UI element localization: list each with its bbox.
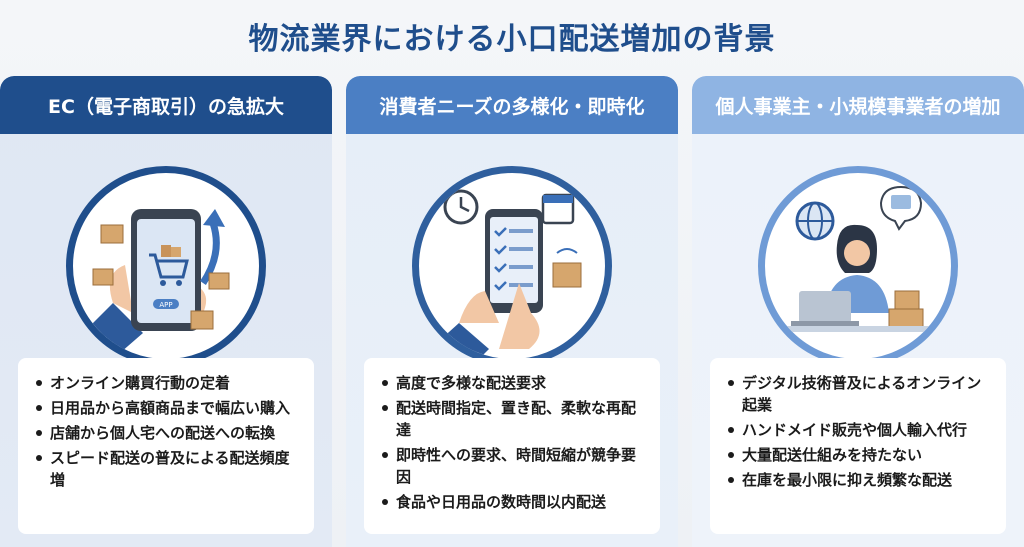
list-item: 即時性への要求、時間短縮が競争要因: [380, 444, 648, 488]
column-header: 消費者ニーズの多様化・即時化: [346, 76, 678, 134]
list-item: オンライン購買行動の定着: [34, 372, 302, 394]
remote-worker-icon: [765, 185, 951, 332]
column-header: EC（電子商取引）の急拡大: [0, 76, 332, 134]
list-item: 店舗から個人宅への配送への転換: [34, 422, 302, 444]
list-item: ハンドメイド販売や個人輸入代行: [726, 419, 994, 441]
list-item: 高度で多様な配送要求: [380, 372, 648, 394]
small-business-illustration: [758, 166, 958, 366]
smartphone-shopping-icon: APP: [73, 209, 230, 359]
list-item: スピード配送の普及による配送頻度増: [34, 447, 302, 491]
sparkle-icon: [978, 499, 1004, 525]
bullet-card: 高度で多様な配送要求 配送時間指定、置き配、柔軟な再配達 即時性への要求、時間短…: [364, 358, 660, 534]
column-consumer-needs: 消費者ニーズの多様化・即時化: [346, 76, 678, 547]
list-item: デジタル技術普及によるオンライン起業: [726, 372, 994, 416]
list-item: 大量配送仕組みを持たない: [726, 444, 994, 466]
list-item: 日用品から高額商品まで幅広い購入: [34, 397, 302, 419]
column-header: 個人事業主・小規模事業者の増加: [692, 76, 1024, 134]
list-item: 在庫を最小限に抑え頻繁な配送: [726, 469, 994, 491]
smartphone-checklist-icon: [419, 189, 582, 359]
bullet-card: デジタル技術普及によるオンライン起業 ハンドメイド販売や個人輸入代行 大量配送仕…: [710, 358, 1006, 534]
bullet-card: オンライン購買行動の定着 日用品から高額商品まで幅広い購入 店舗から個人宅への配…: [18, 358, 314, 534]
column-small-business: 個人事業主・小規模事業者の増加 デジタル技術普及によるオンライン起業: [692, 76, 1024, 547]
page-title: 物流業界における小口配送増加の背景: [248, 22, 776, 57]
ec-illustration: APP: [66, 166, 266, 366]
consumer-illustration: [412, 166, 612, 366]
list-item: 配送時間指定、置き配、柔軟な再配達: [380, 397, 648, 441]
list-item: 食品や日用品の数時間以内配送: [380, 491, 648, 513]
column-ec-growth: EC（電子商取引）の急拡大 APP: [0, 76, 332, 547]
app-label: APP: [159, 301, 172, 309]
